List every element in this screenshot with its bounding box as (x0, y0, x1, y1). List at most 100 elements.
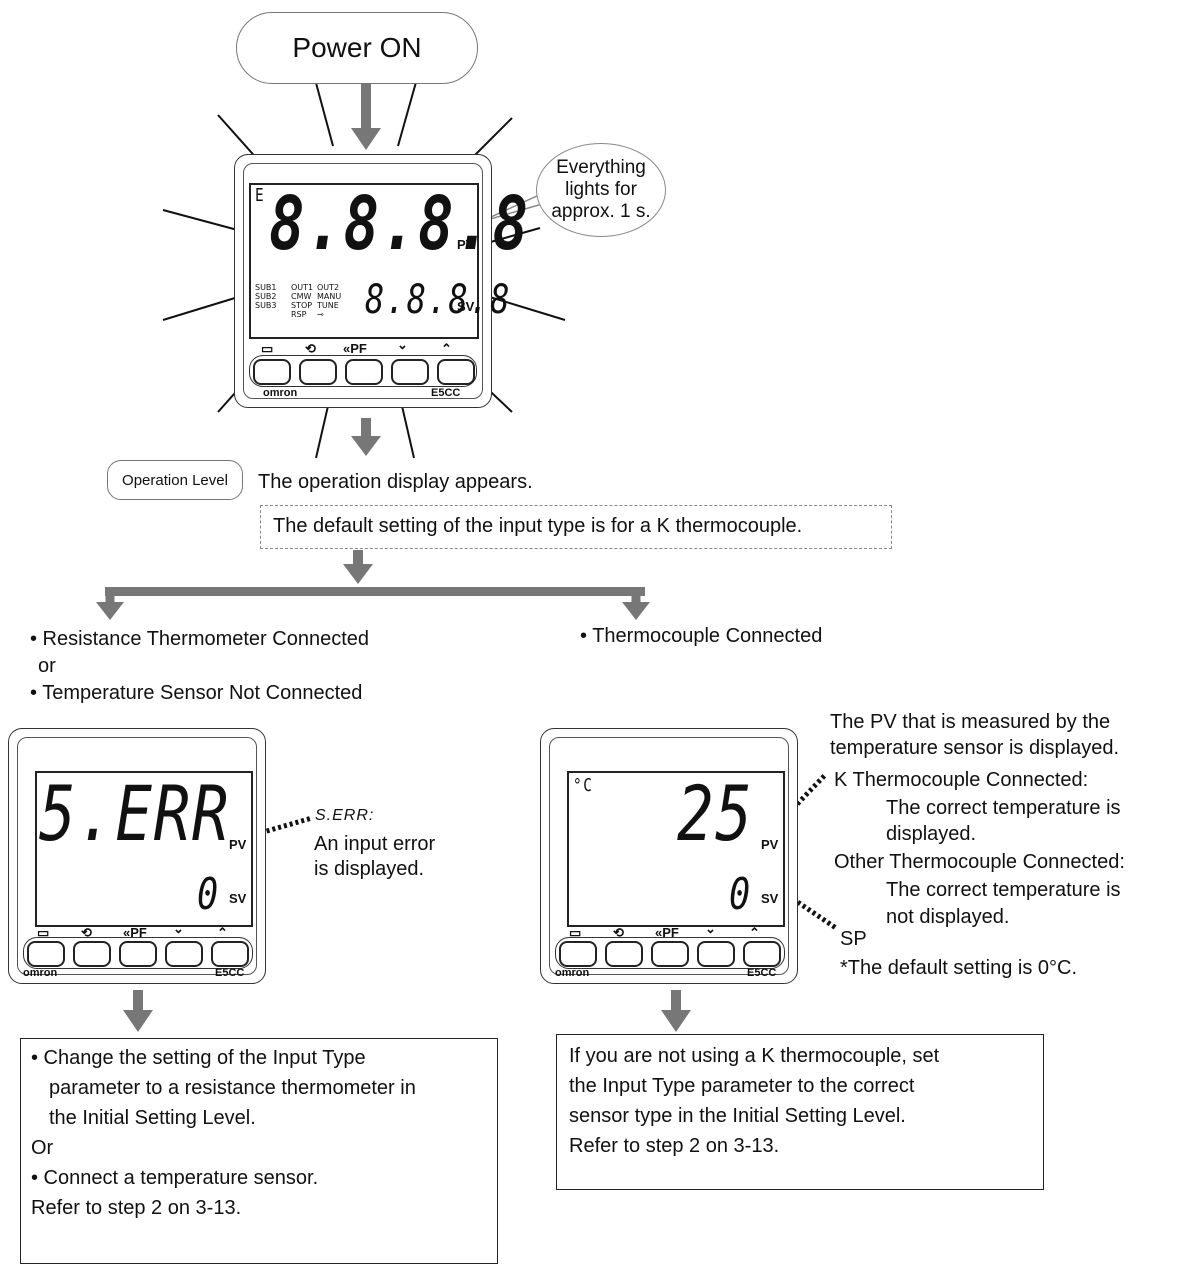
lcd-screen: °C 25 PV 0 SV (567, 769, 785, 927)
instruction-line: sensor type in the Initial Setting Level… (569, 1105, 906, 1127)
instruction-line: the Input Type parameter to the correct (569, 1075, 915, 1097)
key-protect-icon: ⊸ (317, 310, 324, 319)
shift-key[interactable] (119, 941, 157, 967)
left-or: or (38, 655, 56, 677)
light-ray (162, 209, 246, 233)
other-connected-line-1: The correct temperature is (886, 879, 1121, 901)
pv-label: PV (229, 837, 247, 852)
out-indicators: OUT1 CMW STOP RSP (291, 283, 313, 319)
level-key-icon: ▭ (261, 341, 274, 356)
controller-all-lit: E 8.8.8.8 PV 8.8.8.8 SV SUB1 SUB2 SUB3 O… (234, 154, 528, 408)
sv-label: SV (761, 891, 779, 906)
sv-label: SV (229, 891, 247, 906)
default-note-text: The default setting of the input type is… (273, 515, 803, 537)
other-connected-line-2: not displayed. (886, 906, 1010, 928)
sp-label: SP (840, 928, 867, 950)
model-label: E5CC (431, 387, 461, 399)
pv-label: PV (457, 237, 475, 252)
callout-line-2: is displayed. (314, 858, 425, 880)
indicator: SUB2 (255, 292, 277, 301)
indicator: STOP (291, 301, 313, 310)
left-bullet-2: • Temperature Sensor Not Connected (30, 682, 363, 704)
default-note-box: The default setting of the input type is… (260, 505, 892, 549)
bubble-line: approx. 1 s. (551, 200, 651, 222)
instruction-line: If you are not using a K thermocouple, s… (569, 1045, 940, 1067)
shift-pf-key-icon: «PF (343, 341, 367, 356)
light-ray (479, 293, 566, 321)
indicator: SUB1 (255, 283, 277, 292)
brand-logo: omron (555, 967, 590, 979)
keypad (23, 937, 253, 969)
sv-display: 0 (197, 869, 220, 920)
k-connected-line-1: The correct temperature is (886, 797, 1121, 819)
indicator: RSP (291, 310, 307, 319)
level-key[interactable] (559, 941, 597, 967)
k-connected-heading: K Thermocouple Connected: (834, 769, 1089, 791)
up-key[interactable] (211, 941, 249, 967)
k-connected-line-2: displayed. (886, 823, 977, 845)
up-key[interactable] (437, 359, 475, 385)
down-key-icon: ⌄ (173, 921, 184, 936)
shift-key[interactable] (651, 941, 689, 967)
mode-key-icon: ⟲ (613, 925, 624, 940)
shift-key[interactable] (345, 359, 383, 385)
pv-display: 25 (677, 769, 754, 858)
instruction-line: Or (31, 1137, 54, 1159)
mode-indicators: OUT2 MANU TUNE ⊸ (317, 283, 341, 319)
instruction-line: • Change the setting of the Input Type (31, 1047, 366, 1069)
pv-note-line-1: The PV that is measured by the (830, 711, 1111, 733)
light-ray (162, 293, 249, 321)
sub-indicators: SUB1 SUB2 SUB3 (255, 283, 277, 310)
down-key[interactable] (697, 941, 735, 967)
down-key[interactable] (391, 359, 429, 385)
left-instruction-box: • Change the setting of the Input Type p… (20, 1038, 498, 1264)
device-bezel (17, 737, 257, 975)
mode-key[interactable] (73, 941, 111, 967)
model-label: E5CC (215, 967, 245, 979)
lcd-screen: E 8.8.8.8 PV 8.8.8.8 SV SUB1 SUB2 SUB3 O… (249, 181, 528, 339)
pv-display: 5.ERR (39, 769, 231, 858)
indicator: CMW (291, 292, 312, 301)
power-on-label: Power ON (236, 12, 478, 84)
brand-logo: omron (263, 387, 298, 399)
unit-symbol: °C (573, 775, 594, 796)
sv-display: 8.8.8.8 (365, 277, 512, 323)
down-key[interactable] (165, 941, 203, 967)
level-key[interactable] (27, 941, 65, 967)
operation-level-label: Operation Level (107, 460, 243, 500)
right-bullet: • Thermocouple Connected (580, 625, 823, 647)
up-key[interactable] (743, 941, 781, 967)
level-key-icon: ▭ (37, 925, 50, 940)
brand-logo: omron (23, 967, 58, 979)
right-instruction-box: If you are not using a K thermocouple, s… (556, 1034, 1044, 1190)
mode-key[interactable] (605, 941, 643, 967)
up-key-icon: ⌃ (217, 925, 228, 940)
lcd-screen: 5.ERR PV 0 SV (35, 769, 253, 927)
down-key-icon: ⌄ (705, 921, 716, 936)
instruction-line: Refer to step 2 on 3-13. (31, 1197, 242, 1219)
model-label: E5CC (747, 967, 777, 979)
indicator: OUT2 (317, 283, 340, 292)
unit-symbol: E (255, 185, 266, 206)
mode-key[interactable] (299, 359, 337, 385)
bubble-line: lights for (565, 179, 637, 201)
indicator: TUNE (317, 301, 339, 310)
indicator: MANU (317, 292, 342, 301)
sv-display: 0 (729, 869, 752, 920)
bubble-line: Everything (556, 157, 646, 179)
error-code: S.ERR (315, 807, 369, 824)
shift-pf-key-icon: «PF (123, 925, 147, 940)
instruction-line: parameter to a resistance thermometer in (49, 1077, 416, 1099)
pv-label: PV (761, 837, 779, 852)
power-on-text: Power ON (292, 32, 422, 63)
up-key-icon: ⌃ (749, 925, 760, 940)
level-key[interactable] (253, 359, 291, 385)
mode-key-icon: ⟲ (305, 341, 316, 356)
up-key-icon: ⌃ (441, 341, 452, 356)
indicator: OUT1 (291, 283, 314, 292)
keypad (249, 355, 477, 387)
down-key-icon: ⌄ (397, 337, 408, 352)
pv-note-line-2: temperature sensor is displayed. (830, 737, 1120, 759)
instruction-line: • Connect a temperature sensor. (31, 1167, 319, 1189)
shift-pf-key-icon: «PF (655, 925, 679, 940)
